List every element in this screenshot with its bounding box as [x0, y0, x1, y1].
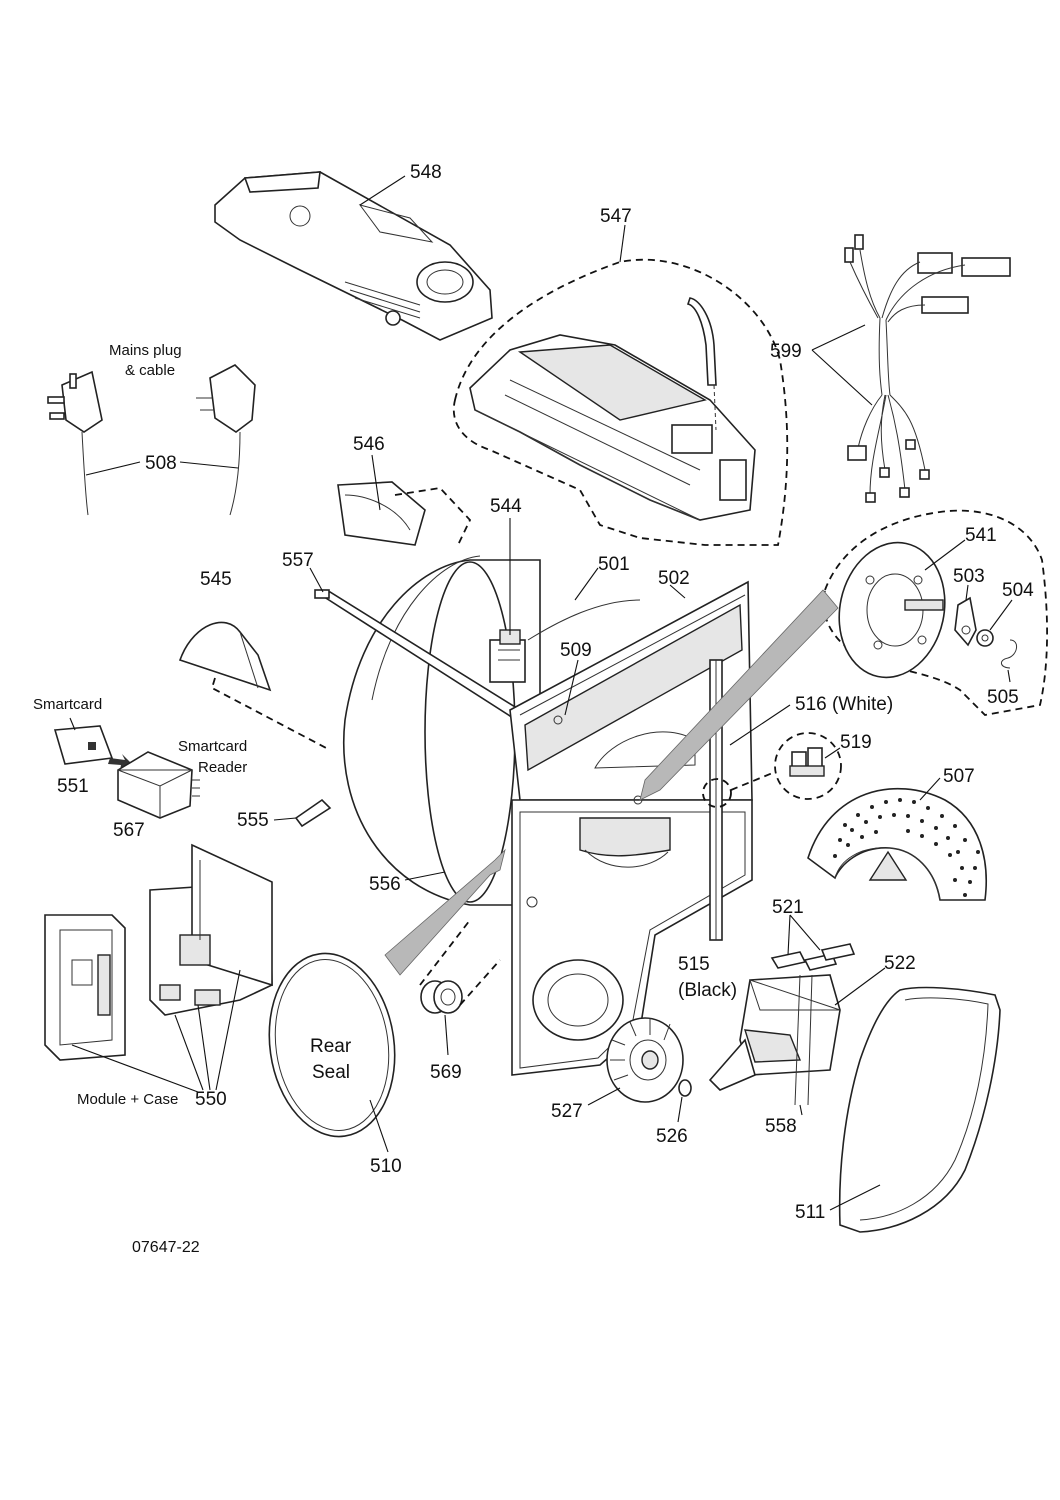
label-545: 545 — [200, 569, 232, 590]
label-rear-seal-1: Rear — [310, 1036, 352, 1057]
label-smartcard-reader-1: Smartcard — [178, 738, 247, 755]
label-555: 555 — [237, 810, 269, 831]
label-556: 556 — [369, 874, 401, 895]
label-521: 521 — [772, 897, 804, 918]
part-521-thermostats — [770, 943, 856, 971]
label-599: 599 — [770, 341, 802, 362]
projection-arrow-510 — [384, 848, 506, 976]
projection-arrow-541 — [639, 589, 839, 801]
label-rear-seal-2: Seal — [312, 1062, 350, 1083]
part-599-wiring-harness — [844, 234, 1011, 503]
label-544: 544 — [490, 496, 522, 517]
label-551: 551 — [57, 776, 89, 797]
part-526-bush — [678, 1079, 692, 1097]
part-507-filter-grille — [807, 787, 988, 901]
assembly-boundary-541 — [822, 509, 1048, 716]
part-545-cover — [178, 621, 272, 692]
detail-circle-small — [702, 778, 732, 808]
drawing-id: 07647-22 — [132, 1239, 200, 1256]
part-511-back-cover — [838, 986, 1001, 1233]
part-550-module-case — [44, 914, 126, 1061]
label-508: 508 — [145, 453, 177, 474]
label-501: 501 — [598, 554, 630, 575]
part-508-uk-plug — [47, 370, 103, 516]
part-550-module-board — [149, 843, 273, 1016]
label-515: 515 — [678, 954, 710, 975]
label-546: 546 — [353, 434, 385, 455]
label-522: 522 — [884, 953, 916, 974]
detail-circle-519 — [774, 732, 842, 800]
part-503-tab — [954, 596, 977, 647]
part-569-roller — [420, 980, 463, 1014]
label-502: 502 — [658, 568, 690, 589]
label-507: 507 — [943, 766, 975, 787]
part-522-element-housing — [708, 974, 841, 1091]
label-515-black: (Black) — [678, 980, 737, 1001]
label-mains-plug: Mains plug — [109, 342, 182, 359]
label-516: 516 (White) — [795, 694, 893, 715]
assembly-boundary-547 — [452, 258, 789, 546]
label-503: 503 — [953, 566, 985, 587]
label-smartcard-reader-2: Reader — [198, 759, 247, 776]
label-548: 548 — [410, 162, 442, 183]
label-527: 527 — [551, 1101, 583, 1122]
label-smartcard: Smartcard — [33, 696, 102, 713]
label-541: 541 — [965, 525, 997, 546]
label-module-case: Module + Case — [77, 1091, 178, 1108]
label-510: 510 — [370, 1156, 402, 1177]
label-505: 505 — [987, 687, 1019, 708]
label-519: 519 — [840, 732, 872, 753]
dashed-guide-545 — [210, 677, 331, 751]
part-519-hinge-clip — [789, 747, 825, 777]
label-567: 567 — [113, 820, 145, 841]
label-mains-cable: & cable — [125, 362, 175, 379]
part-551-smartcard — [53, 725, 114, 765]
part-555-pad — [294, 798, 332, 828]
label-557: 557 — [282, 550, 314, 571]
grille-holes — [833, 798, 980, 897]
part-527-fan-impeller — [606, 1017, 684, 1103]
label-504: 504 — [1002, 580, 1034, 601]
part-505-spring — [1001, 639, 1017, 669]
part-548-top-cover — [214, 171, 493, 341]
part-504-nut — [976, 629, 994, 647]
label-569: 569 — [430, 1062, 462, 1083]
label-509: 509 — [560, 640, 592, 661]
label-558: 558 — [765, 1116, 797, 1137]
part-508-euro-plug — [196, 364, 256, 516]
label-526: 526 — [656, 1126, 688, 1147]
part-541-bearing-plate — [838, 541, 946, 679]
label-550: 550 — [195, 1089, 227, 1110]
label-547: 547 — [600, 206, 632, 227]
part-567-smartcard-reader — [117, 751, 200, 819]
label-511: 511 — [795, 1202, 825, 1223]
part-546-bracket — [337, 481, 426, 546]
part-510-rear-seal — [268, 952, 396, 1138]
part-547-pump-housing — [469, 297, 756, 521]
